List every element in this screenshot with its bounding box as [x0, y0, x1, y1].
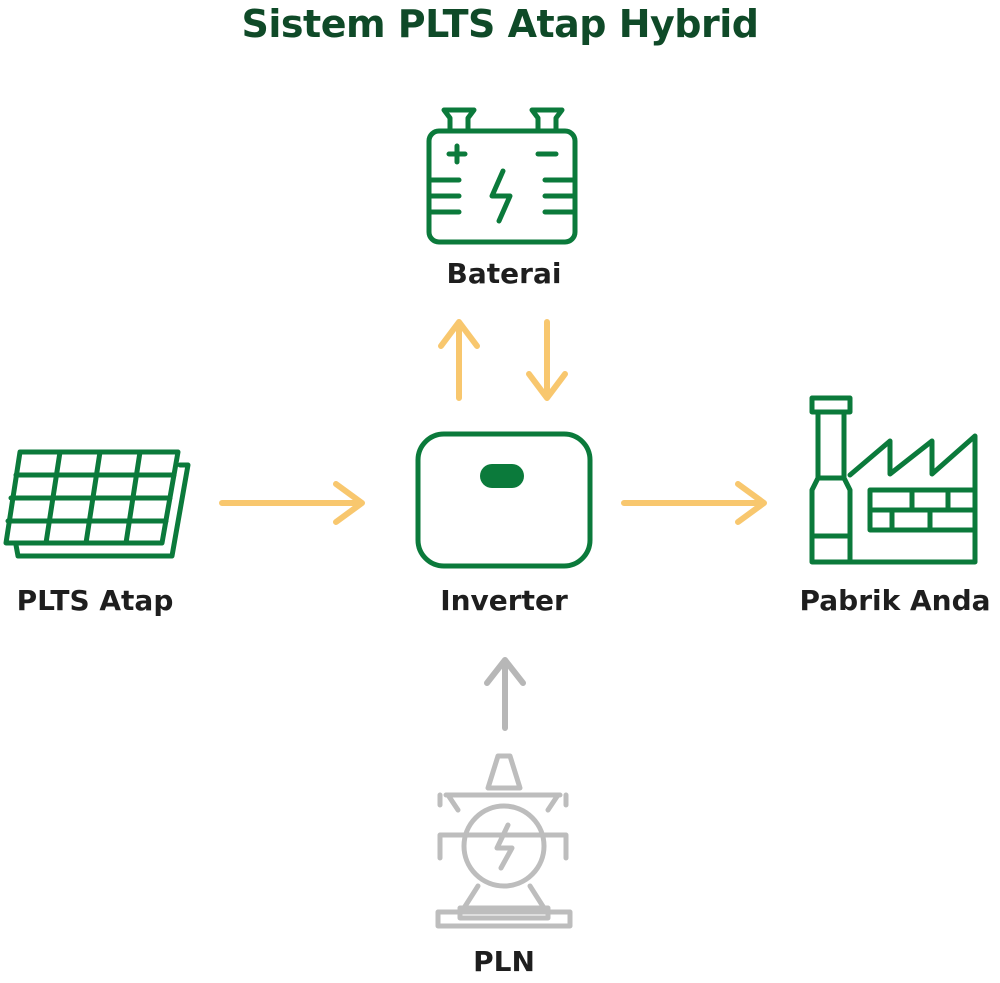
arrow-battery-to-inverter: [526, 319, 568, 401]
arrow-grid-to-inverter: [484, 657, 526, 731]
transmission-tower-icon: [435, 753, 573, 929]
inverter-icon: [415, 431, 593, 569]
solar-label: PLTS Atap: [16, 584, 174, 617]
solar-panel-icon: [3, 449, 191, 559]
diagram-title: Sistem PLTS Atap Hybrid: [241, 2, 759, 46]
grid-label: PLN: [473, 945, 535, 978]
arrow-inverter-to-factory: [621, 481, 767, 525]
factory-icon: [809, 395, 978, 565]
arrow-solar-to-inverter: [219, 481, 365, 525]
factory-label: Pabrik Anda: [799, 584, 991, 617]
arrow-inverter-to-battery: [438, 319, 480, 401]
battery-label: Baterai: [446, 257, 562, 290]
battery-icon: [426, 107, 578, 245]
inverter-label: Inverter: [440, 584, 568, 617]
